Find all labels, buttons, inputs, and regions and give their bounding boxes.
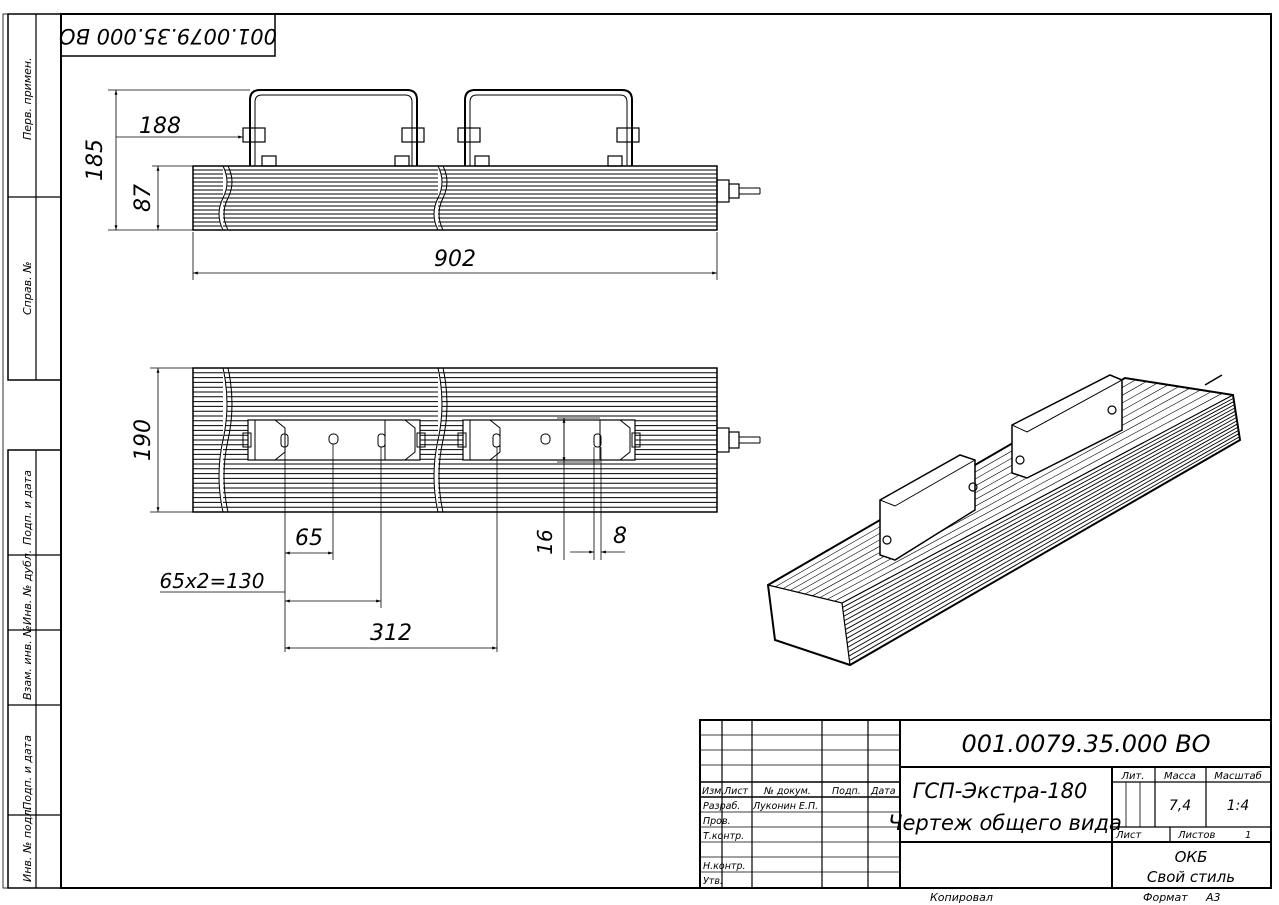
title-drawing-type: Чертеж общего вида bbox=[888, 811, 1122, 835]
fin-line bbox=[844, 410, 1236, 626]
stamp-inv-podl: Инв. № подл. bbox=[21, 806, 34, 882]
dim-bracket-offset: 188 bbox=[139, 114, 181, 139]
developer-name: Луконин Е.П. bbox=[752, 801, 818, 812]
fin-line bbox=[819, 389, 1201, 598]
fin-line bbox=[842, 401, 1235, 613]
format-value: А3 bbox=[1205, 891, 1221, 904]
top-view-dimensions: 190 65 65x2=130 312 16 8 bbox=[131, 367, 627, 652]
role-prov: Пров. bbox=[703, 816, 731, 827]
dim-body-height: 87 bbox=[131, 184, 156, 212]
fin-line bbox=[846, 420, 1238, 639]
front-view-fins bbox=[193, 169, 717, 227]
isometric-view bbox=[766, 374, 1242, 667]
front-view bbox=[192, 89, 761, 231]
value-sheets: 1 bbox=[1245, 830, 1251, 841]
value-mass: 7,4 bbox=[1169, 798, 1191, 814]
copied-label: Копировал bbox=[930, 891, 993, 904]
stamp-inv-dubl: Инв. № дубл. bbox=[21, 550, 34, 625]
top-view bbox=[192, 367, 761, 513]
org-line-2: Свой стиль bbox=[1147, 868, 1235, 886]
dim-length: 902 bbox=[434, 247, 476, 272]
role-nkontr: Н.контр. bbox=[703, 861, 746, 872]
fin-line bbox=[842, 397, 1234, 608]
stamp-perv-primen: Перв. примен. bbox=[21, 57, 34, 140]
fin-line bbox=[834, 393, 1223, 602]
label-sheet: Лист bbox=[1115, 830, 1143, 841]
value-scale: 1:4 bbox=[1227, 798, 1250, 814]
role-tkontr: Т.контр. bbox=[703, 831, 744, 842]
fin-line bbox=[827, 391, 1212, 600]
label-sheets: Листов bbox=[1177, 830, 1215, 841]
stamp-vzam-inv: Взам. инв. № bbox=[21, 625, 34, 700]
title-block: 001.0079.35.000 ВО ГСП-Экстра-180 Чертеж… bbox=[699, 719, 1272, 889]
designation-rotated: 001.0079.35.000 ВО bbox=[59, 24, 277, 48]
stamp-sprav-no: Справ. № bbox=[21, 261, 34, 315]
org-line-1: ОКБ bbox=[1175, 848, 1208, 866]
stamp-podp-data-1: Подп. и дата bbox=[21, 470, 34, 545]
fin-line bbox=[849, 436, 1240, 661]
bracket-plate-right bbox=[457, 419, 641, 461]
dim-bracket-spacing: 312 bbox=[370, 621, 412, 646]
fin-line bbox=[846, 423, 1238, 644]
fin-line bbox=[848, 429, 1239, 653]
fin-line bbox=[843, 404, 1235, 617]
fin-line bbox=[847, 426, 1239, 648]
fin-line bbox=[848, 433, 1240, 657]
dim-hole-pitch-total: 65x2=130 bbox=[160, 569, 265, 593]
hdr-sign: Подп. bbox=[832, 786, 861, 797]
fin-line bbox=[844, 407, 1236, 622]
bracket-plate-left bbox=[242, 419, 426, 461]
hdr-doc: № докум. bbox=[763, 786, 811, 797]
fin-line bbox=[845, 413, 1237, 630]
dim-hole-pitch: 65 bbox=[295, 526, 323, 551]
stamp-podp-data-2: Подп. и дата bbox=[21, 735, 34, 810]
label-scale: Масштаб bbox=[1214, 770, 1262, 782]
fin-line bbox=[812, 387, 1190, 597]
side-stamp: Перв. примен. Справ. № Подп. и дата Инв.… bbox=[7, 13, 62, 889]
dim-slot-width: 8 bbox=[613, 524, 627, 549]
front-view-dimensions: 185 188 87 902 bbox=[83, 89, 718, 280]
dim-height-total: 185 bbox=[83, 139, 108, 181]
dim-width: 190 bbox=[131, 419, 156, 461]
label-lit: Лит. bbox=[1120, 771, 1144, 782]
label-mass: Масса bbox=[1164, 771, 1196, 782]
title-designation: 001.0079.35.000 ВО bbox=[961, 730, 1210, 758]
designation-rotated-box: 001.0079.35.000 ВО bbox=[59, 13, 277, 57]
role-utv: Утв. bbox=[703, 876, 723, 887]
role-razrab: Разраб. bbox=[703, 801, 740, 812]
format-label: Формат bbox=[1143, 891, 1188, 904]
hdr-list: Лист bbox=[723, 786, 749, 797]
hdr-izm: Изм. bbox=[702, 786, 724, 797]
fin-line bbox=[845, 417, 1237, 635]
title-product-name: ГСП-Экстра-180 bbox=[913, 779, 1088, 803]
dim-slot-length: 16 bbox=[533, 529, 557, 554]
hdr-date: Дата bbox=[870, 786, 896, 797]
